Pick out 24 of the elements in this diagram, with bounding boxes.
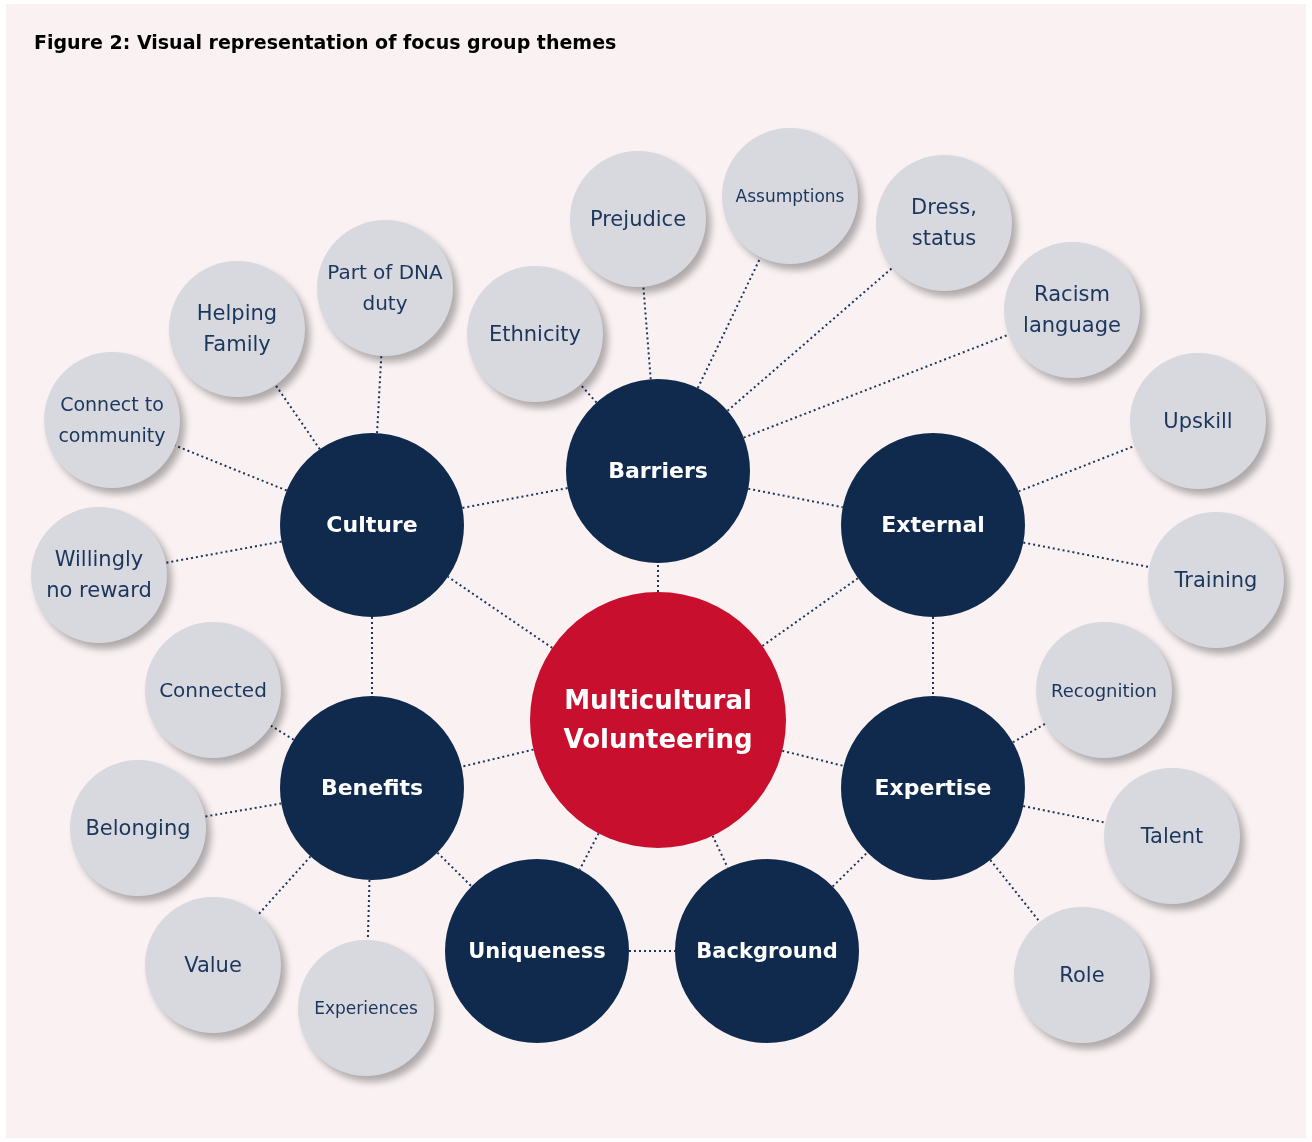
dotted-connector	[269, 724, 295, 741]
dotted-connector	[726, 266, 894, 412]
dotted-connector	[747, 487, 844, 509]
dotted-connector	[461, 487, 569, 509]
dotted-connector	[371, 616, 373, 697]
dotted-connector	[274, 384, 321, 451]
dotted-connector	[1011, 722, 1046, 744]
dotted-connector	[460, 748, 535, 768]
dotted-connector	[642, 285, 652, 381]
dotted-connector	[657, 562, 659, 593]
dotted-connector	[204, 802, 283, 818]
dotted-connector	[257, 855, 312, 916]
dotted-connector	[831, 851, 869, 888]
dotted-connector	[447, 575, 554, 649]
dotted-connector	[932, 616, 934, 697]
dotted-connector	[579, 383, 598, 404]
dotted-connector	[164, 540, 283, 564]
dotted-connector	[781, 749, 845, 767]
dotted-connector	[376, 354, 383, 435]
figure-title: Figure 2: Visual representation of focus group themes	[34, 30, 617, 55]
dotted-connector	[761, 577, 859, 647]
dotted-connector	[742, 333, 1010, 439]
dotted-connector	[989, 858, 1041, 923]
dotted-connector	[436, 851, 473, 888]
